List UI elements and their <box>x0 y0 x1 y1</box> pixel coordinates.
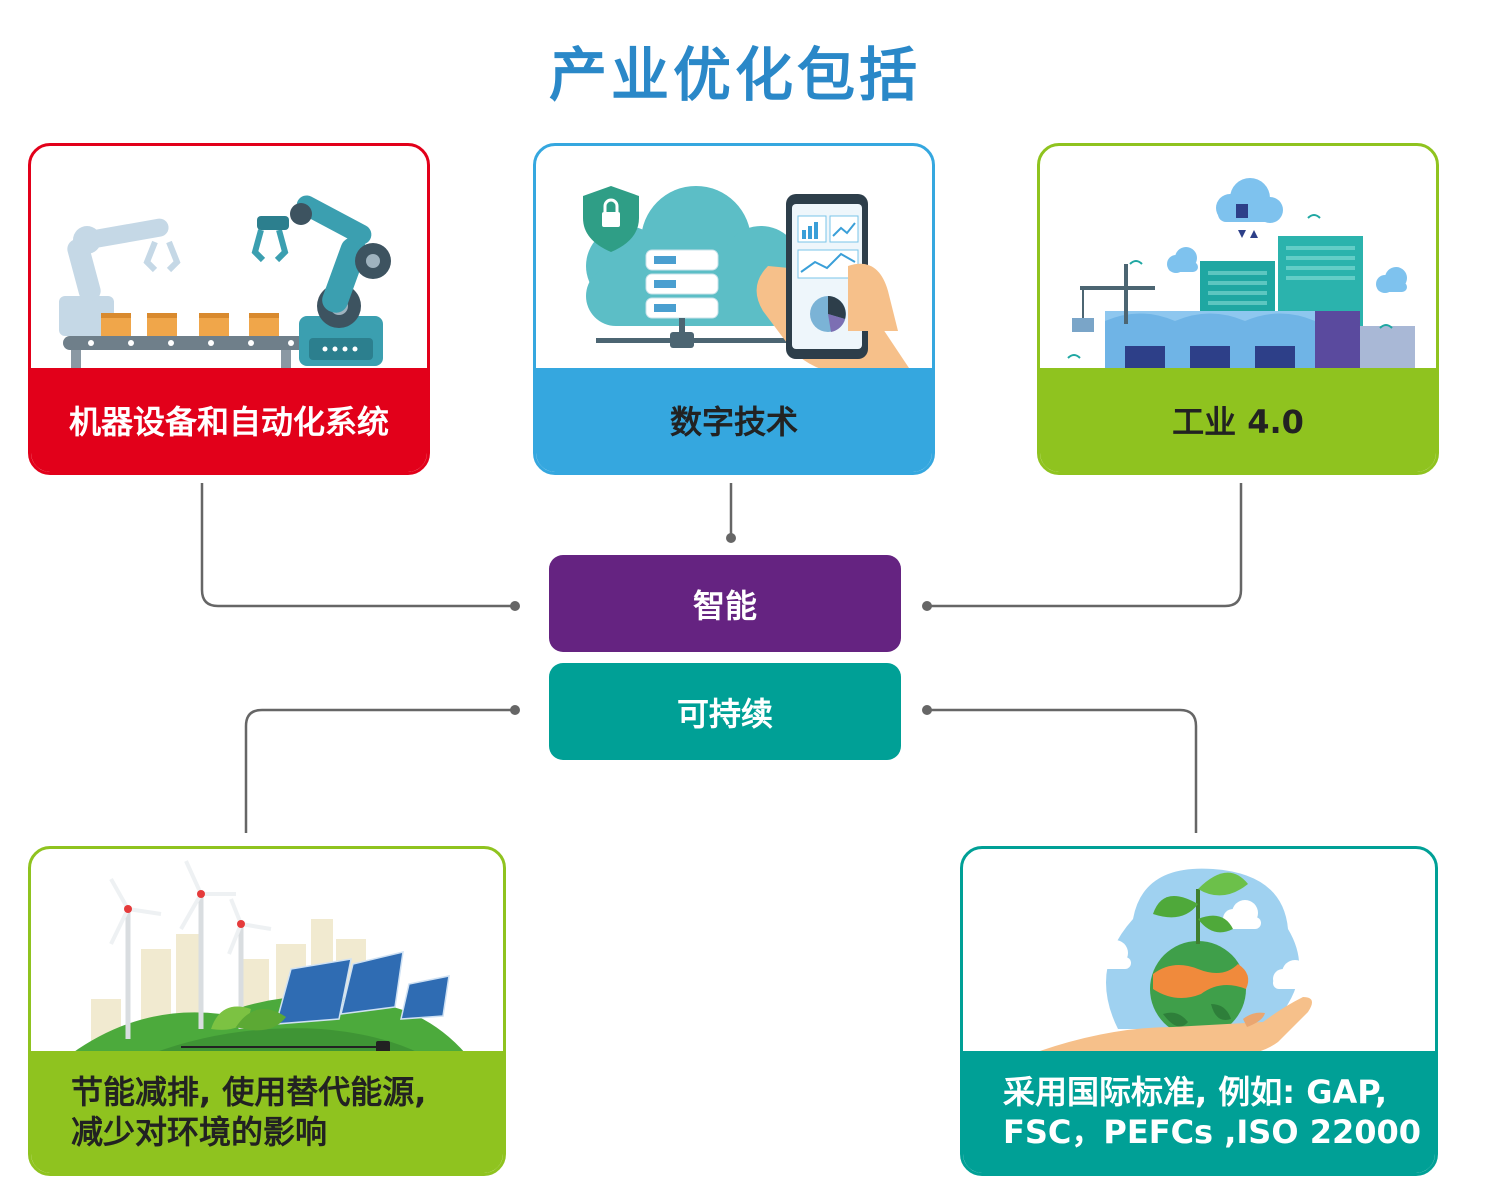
smart-hub: 智能 <box>549 555 901 652</box>
connector-dot <box>510 705 520 715</box>
connector-machinery-smart <box>200 483 515 608</box>
robot-arm-conveyor-illustration <box>31 146 427 374</box>
wind-solar-illustration <box>31 849 503 1057</box>
digital-technology-card: 数字技术 <box>533 143 935 475</box>
international-standards-card: 采用国际标准, 例如: GAP, FSC，PEFCs ,ISO 22000 <box>960 846 1438 1176</box>
energy-saving-card: 节能减排, 使用替代能源, 减少对环境的影响 <box>28 846 506 1176</box>
connector-sustainable-energy <box>244 708 515 833</box>
industry-4-label: 工业 4.0 <box>1040 368 1436 472</box>
hand-plant-globe-illustration <box>963 849 1435 1057</box>
connector-sustainable-standards <box>927 708 1198 833</box>
machinery-automation-card: 机器设备和自动化系统 <box>28 143 430 475</box>
machinery-automation-label: 机器设备和自动化系统 <box>31 368 427 472</box>
energy-saving-label: 节能减排, 使用替代能源, 减少对环境的影响 <box>31 1051 503 1173</box>
page-title: 产业优化包括 <box>548 41 921 109</box>
connector-dot <box>726 533 736 543</box>
connector-dot <box>510 601 520 611</box>
cloud-server-phone-illustration <box>536 146 932 374</box>
digital-technology-label: 数字技术 <box>536 368 932 472</box>
sustainable-hub: 可持续 <box>549 663 901 760</box>
smart-factory-illustration <box>1040 146 1436 374</box>
connector-industry-smart <box>927 483 1243 608</box>
international-standards-line-2: FSC，PEFCs ,ISO 22000 <box>1003 1113 1422 1151</box>
connector-dot <box>922 601 932 611</box>
international-standards-label: 采用国际标准, 例如: GAP, FSC，PEFCs ,ISO 22000 <box>963 1051 1435 1173</box>
energy-saving-line-2: 减少对环境的影响 <box>71 1113 328 1151</box>
energy-saving-line-1: 节能减排, 使用替代能源, <box>71 1073 427 1111</box>
international-standards-line-1: 采用国际标准, 例如: GAP, <box>1003 1073 1388 1111</box>
connector-dot <box>922 705 932 715</box>
industry-4-card: 工业 4.0 <box>1037 143 1439 475</box>
